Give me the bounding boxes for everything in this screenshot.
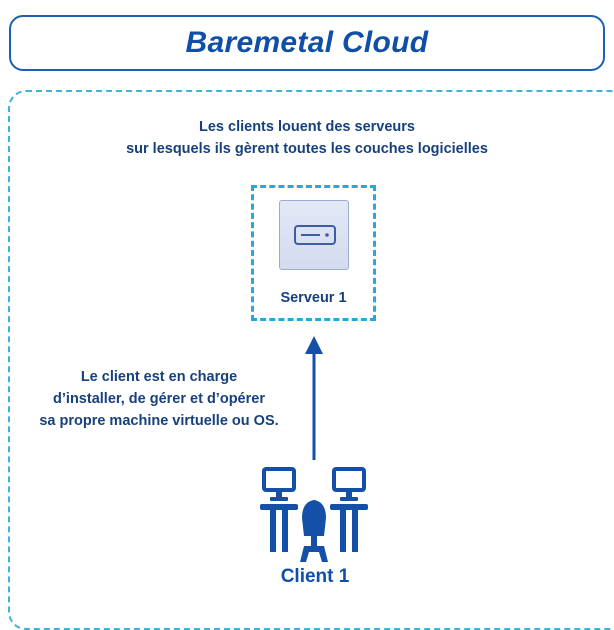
server-node: Serveur 1 [251, 185, 376, 321]
server-label: Serveur 1 [280, 290, 347, 306]
title-banner: Baremetal Cloud [9, 15, 605, 71]
server-icon [279, 200, 349, 270]
description: Les clients louent des serveurs sur lesq… [80, 116, 534, 160]
client-workstation-icon [260, 467, 368, 562]
client-label: Client 1 [280, 566, 350, 587]
client-note-line-2: d’installer, de gérer et d’opérer [53, 391, 265, 407]
client-note-line-1: Le client est en charge [80, 369, 238, 385]
description-line-1: Les clients louent des serveurs [199, 119, 415, 135]
diagram-title: Baremetal Cloud [185, 26, 429, 59]
description-line-2: sur lesquels ils gèrent toutes les couch… [126, 141, 488, 157]
management-arrow [305, 336, 323, 460]
client-responsibility-note: Le client est en charge d’installer, de … [14, 366, 304, 432]
client-note-line-3: sa propre machine virtuelle ou OS. [39, 413, 279, 429]
